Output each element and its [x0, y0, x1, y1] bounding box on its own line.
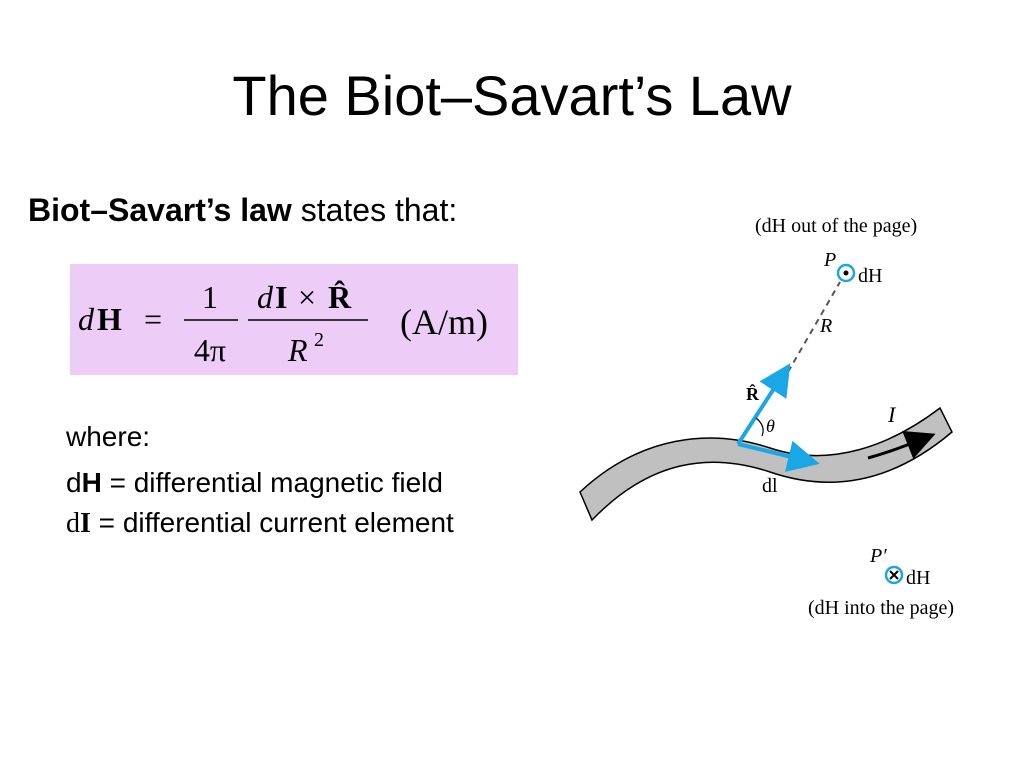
formula-equation: d H = 1 4π d I × R̂ R 2 (A/m) — [78, 279, 488, 368]
frac1-numerator: 1 — [202, 279, 218, 315]
dH-prefix: d — [66, 467, 82, 498]
dH-at-P-prime: dH — [906, 567, 930, 589]
frac2-num-times: × — [298, 279, 316, 315]
intro-text: Biot–Savart’s law states that: — [28, 190, 457, 230]
Rhat-vector — [736, 363, 791, 446]
slide-title: The Biot–Savart’s Law — [232, 64, 792, 127]
R-label: R — [819, 315, 832, 337]
formula-lhs-d: d — [78, 301, 95, 337]
point-P-label: P — [823, 249, 836, 271]
biot-savart-figure: (dH out of the page) P dH R I R̂ dl θ P′… — [579, 215, 954, 619]
formula-equals: = — [144, 301, 162, 337]
theta-arc — [755, 417, 764, 437]
intro-bold: Biot–Savart’s law — [28, 192, 292, 228]
dl-vector — [737, 440, 820, 472]
into-page-cross — [889, 570, 899, 580]
frac2-den-exponent: 2 — [314, 329, 324, 351]
dH-text: = differential magnetic field — [101, 467, 443, 498]
out-of-page-dot — [843, 270, 849, 276]
frac2-num-d: d — [257, 279, 274, 315]
formula-box: d H = 1 4π d I × R̂ R 2 (A/m) — [70, 264, 518, 375]
theta-label: θ — [766, 416, 775, 436]
formula-units: (A/m) — [400, 302, 488, 342]
dH-symbol: H — [81, 467, 102, 498]
dH-at-P: dH — [858, 265, 882, 287]
formula-lhs-H: H — [97, 301, 122, 337]
current-wire — [579, 406, 953, 522]
definition-dI: dI = differential current element — [66, 506, 454, 541]
frac2-den-R: R — [287, 332, 308, 368]
dl-label: dl — [762, 475, 778, 497]
where-label: where: — [66, 421, 151, 452]
frac1-denominator: 4π — [194, 332, 226, 368]
current-I-label: I — [887, 402, 897, 427]
frac2-num-Rhat: R̂ — [328, 279, 352, 315]
dI-prefix: d — [66, 508, 80, 539]
intro-rest: states that: — [291, 192, 458, 228]
dI-symbol: I — [80, 508, 91, 539]
definition-dH: dH = differential magnetic field — [66, 466, 443, 500]
top-caption: (dH out of the page) — [755, 215, 917, 237]
Rhat-label: R̂ — [746, 384, 760, 404]
current-direction-arrow — [867, 430, 936, 460]
bottom-caption: (dH into the page) — [808, 597, 954, 619]
point-P-prime-label: P′ — [869, 545, 887, 567]
frac2-num-I: I — [275, 279, 287, 315]
dI-text: = differential current element — [90, 507, 454, 538]
